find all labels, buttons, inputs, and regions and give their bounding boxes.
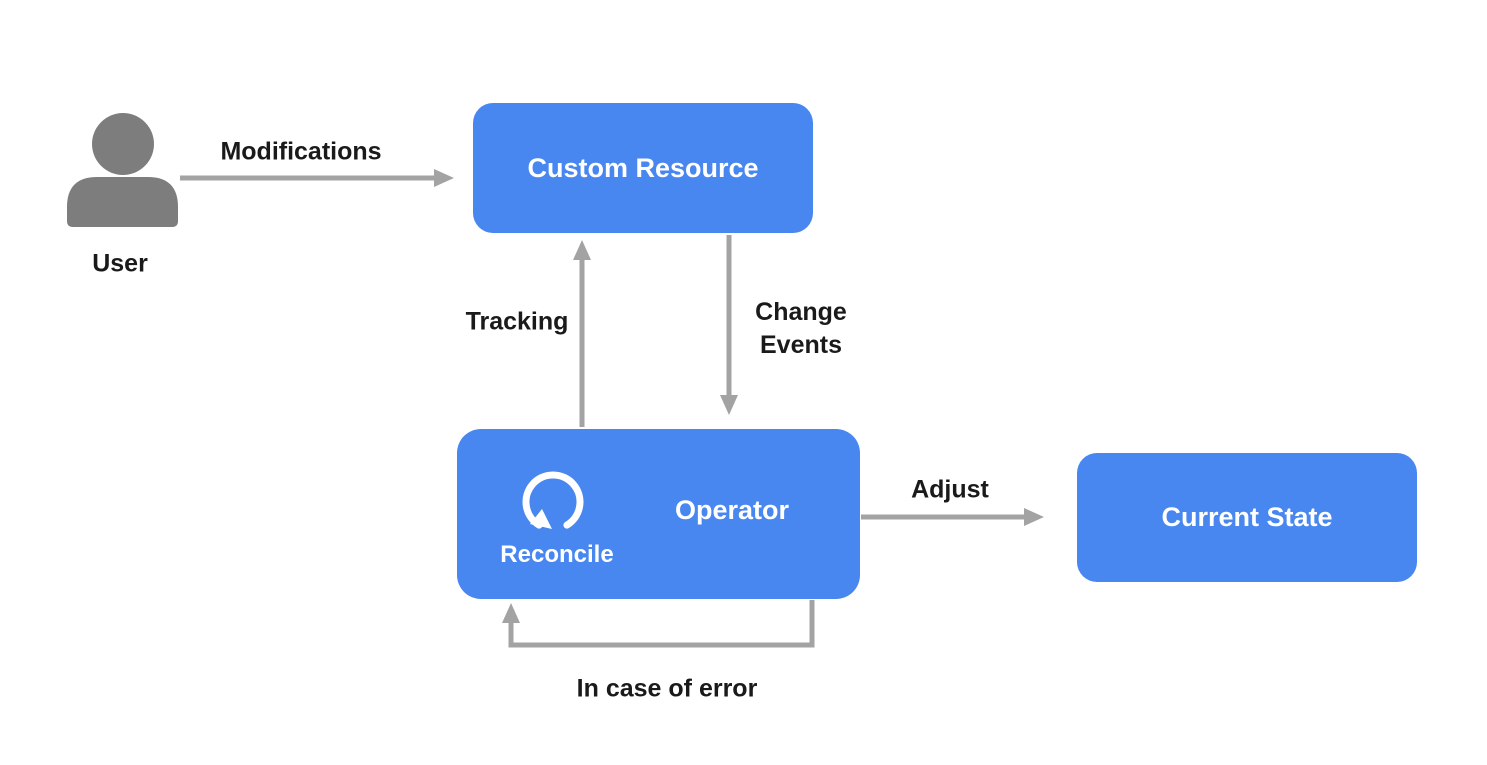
user-label: User <box>92 249 148 278</box>
node-current-state: Current State <box>1077 453 1417 582</box>
arrow-error-loop <box>502 600 815 648</box>
reconcile-label: Reconcile <box>500 541 614 568</box>
tracking-label: Tracking <box>465 307 569 336</box>
error-loop-label: In case of error <box>576 674 758 703</box>
modifications-label: Modifications <box>220 137 382 166</box>
user-icon <box>67 113 178 227</box>
reconcile-loop-icon <box>522 471 584 529</box>
current-state-label: Current State <box>1161 502 1333 532</box>
node-operator: Reconcile Operator <box>457 429 860 599</box>
change-events-label: Change Events <box>755 298 847 359</box>
operator-label: Operator <box>674 495 790 525</box>
adjust-label: Adjust <box>911 475 989 504</box>
custom-resource-label: Custom Resource <box>527 152 759 183</box>
node-custom-resource: Custom Resource <box>473 103 813 233</box>
